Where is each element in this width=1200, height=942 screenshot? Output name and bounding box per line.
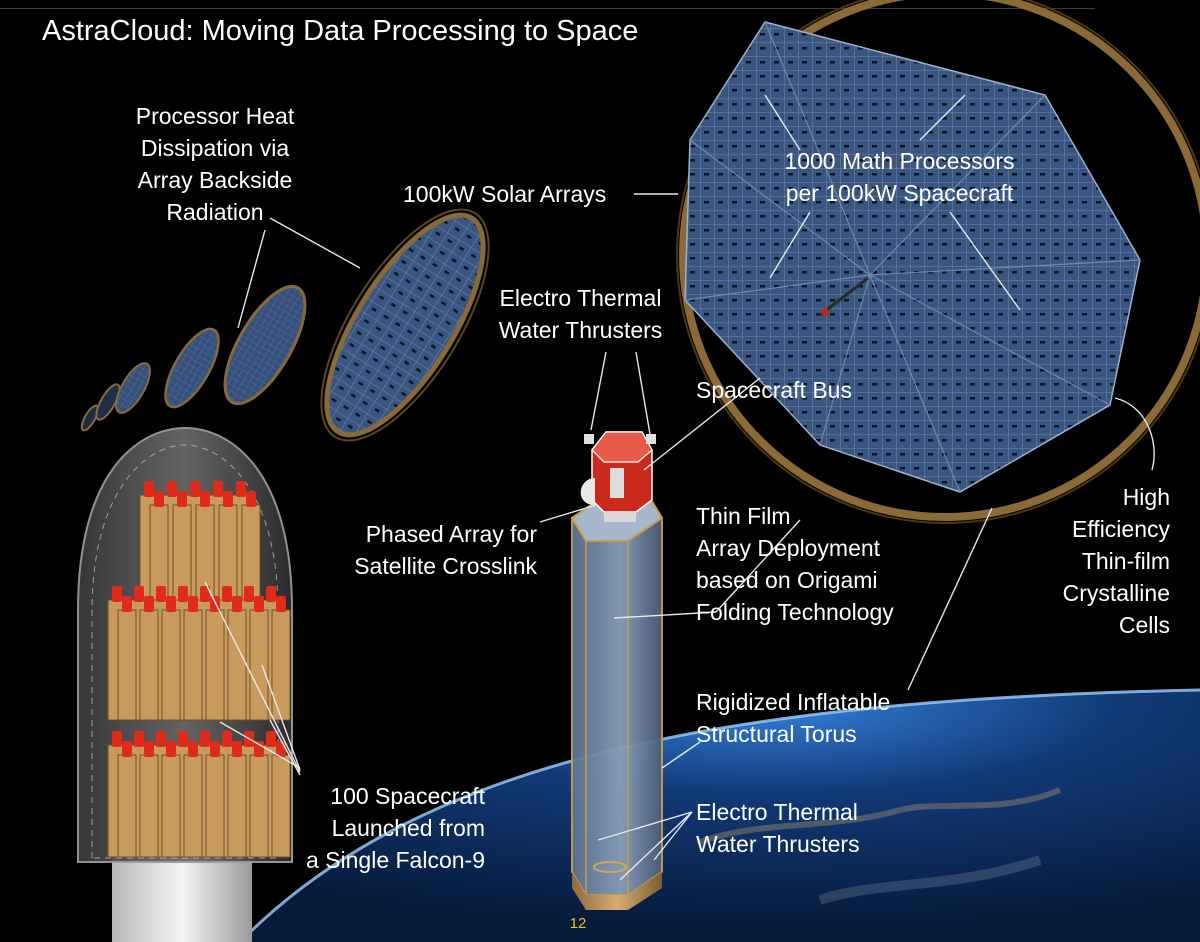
thruster-cap	[188, 741, 198, 757]
thruster-cap	[244, 586, 254, 602]
thruster-cap	[188, 596, 198, 612]
thruster-cap	[134, 731, 144, 747]
stowed-spacecraft-body	[249, 754, 269, 858]
stowed-spacecraft-body	[117, 754, 137, 858]
label-solar-arrays: 100kW Solar Arrays	[403, 181, 607, 207]
label-heat-dissipation: Processor Heat Dissipation via Array Bac…	[135, 103, 295, 225]
label-math-processors: 1000 Math Processors per 100kW Spacecraf…	[784, 148, 1015, 206]
thruster-cap	[200, 731, 210, 747]
thruster-cap	[200, 491, 210, 507]
thruster-cap	[144, 596, 154, 612]
thruster-cap	[144, 481, 154, 497]
stowed-spacecraft-body	[271, 609, 291, 721]
thruster-cap	[167, 481, 177, 497]
receding-solar-arrays	[80, 208, 490, 442]
top-divider	[0, 8, 1095, 9]
leader-lines	[204, 94, 1155, 881]
stowed-spacecraft-body	[161, 754, 181, 858]
thruster-cap	[276, 596, 286, 612]
stowed-spacecraft-body	[183, 754, 203, 858]
stowed-spacecraft	[570, 431, 664, 910]
stowed-spacecraft-body	[139, 754, 159, 858]
thruster-cap	[154, 491, 164, 507]
thruster-cap	[222, 586, 232, 602]
stowed-spacecraft-body	[227, 609, 247, 721]
thruster-cap	[222, 731, 232, 747]
thruster-cap	[144, 741, 154, 757]
label-torus: Rigidized Inflatable Structural Torus	[696, 689, 891, 747]
page-number: 12	[569, 915, 587, 932]
thruster-cap	[112, 586, 122, 602]
thruster-cap	[134, 586, 144, 602]
large-solar-array	[676, 0, 1200, 524]
stowed-spacecraft-body	[117, 609, 137, 721]
thruster-cap	[213, 481, 223, 497]
earth	[240, 690, 1200, 942]
thruster-cap	[122, 741, 132, 757]
thruster-cap	[166, 596, 176, 612]
stowed-spacecraft-body	[161, 609, 181, 721]
stowed-spacecraft-body	[205, 754, 225, 858]
thruster-cap	[223, 491, 233, 507]
thruster-cap	[178, 586, 188, 602]
thruster-cap	[266, 731, 276, 747]
thruster-cap	[232, 741, 242, 757]
thruster-cap	[254, 596, 264, 612]
thruster-cap	[112, 731, 122, 747]
thruster-cap	[236, 481, 246, 497]
thruster-cap	[178, 731, 188, 747]
stowed-spacecraft-body	[183, 609, 203, 721]
slide-title: AstraCloud: Moving Data Processing to Sp…	[42, 15, 639, 47]
stowed-spacecraft-body	[139, 609, 159, 721]
label-spacecraft-bus: Spacecraft Bus	[696, 377, 852, 403]
thruster-cap	[200, 586, 210, 602]
label-thrusters-bottom: Electro Thermal Water Thrusters	[696, 799, 860, 857]
label-thrusters-top: Electro Thermal Water Thrusters	[498, 285, 663, 343]
thruster-cap	[156, 586, 166, 602]
thruster-cap	[246, 491, 256, 507]
thruster-cap	[177, 491, 187, 507]
falcon9-fairing	[77, 426, 293, 942]
label-phased-array: Phased Array for Satellite Crosslink	[354, 521, 537, 579]
stowed-spacecraft-body	[205, 609, 225, 721]
thruster-cap	[190, 481, 200, 497]
thruster-cap	[210, 741, 220, 757]
thruster-cap	[156, 731, 166, 747]
stowed-spacecraft-body	[227, 754, 247, 858]
thruster-cap	[266, 586, 276, 602]
thruster-cap	[254, 741, 264, 757]
label-spacecraft-count: 100 Spacecraft Launched from a Single Fa…	[306, 783, 485, 873]
thruster-cap	[166, 741, 176, 757]
thruster-cap	[232, 596, 242, 612]
thruster-cap	[122, 596, 132, 612]
label-thin-film: Thin Film Array Deployment based on Orig…	[696, 503, 894, 625]
label-high-efficiency: High Efficiency Thin-film Crystalline Ce…	[1062, 484, 1170, 638]
